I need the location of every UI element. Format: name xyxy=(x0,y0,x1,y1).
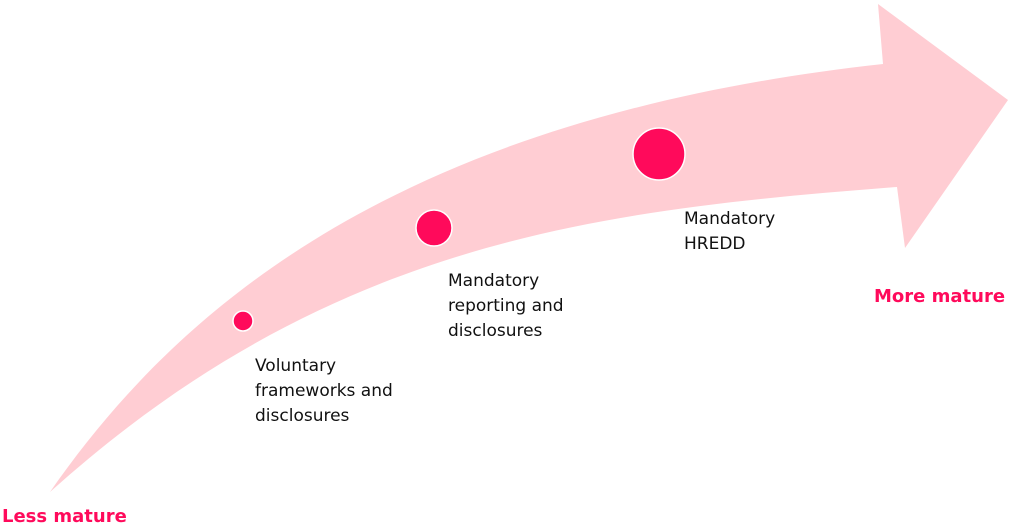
stage-label-voluntary: Voluntary frameworks and disclosures xyxy=(255,356,393,426)
stage-marker-reporting xyxy=(415,209,453,247)
stage-label-reporting: Mandatory reporting and disclosures xyxy=(448,271,564,341)
stage-label-hredd: Mandatory HREDD xyxy=(684,209,776,254)
stage-marker-hredd xyxy=(632,127,686,181)
less-mature-label: Less mature xyxy=(2,506,127,527)
stage-marker-voluntary xyxy=(232,310,254,332)
more-mature-label: More mature xyxy=(874,286,1006,307)
maturity-arrow xyxy=(50,4,1008,492)
